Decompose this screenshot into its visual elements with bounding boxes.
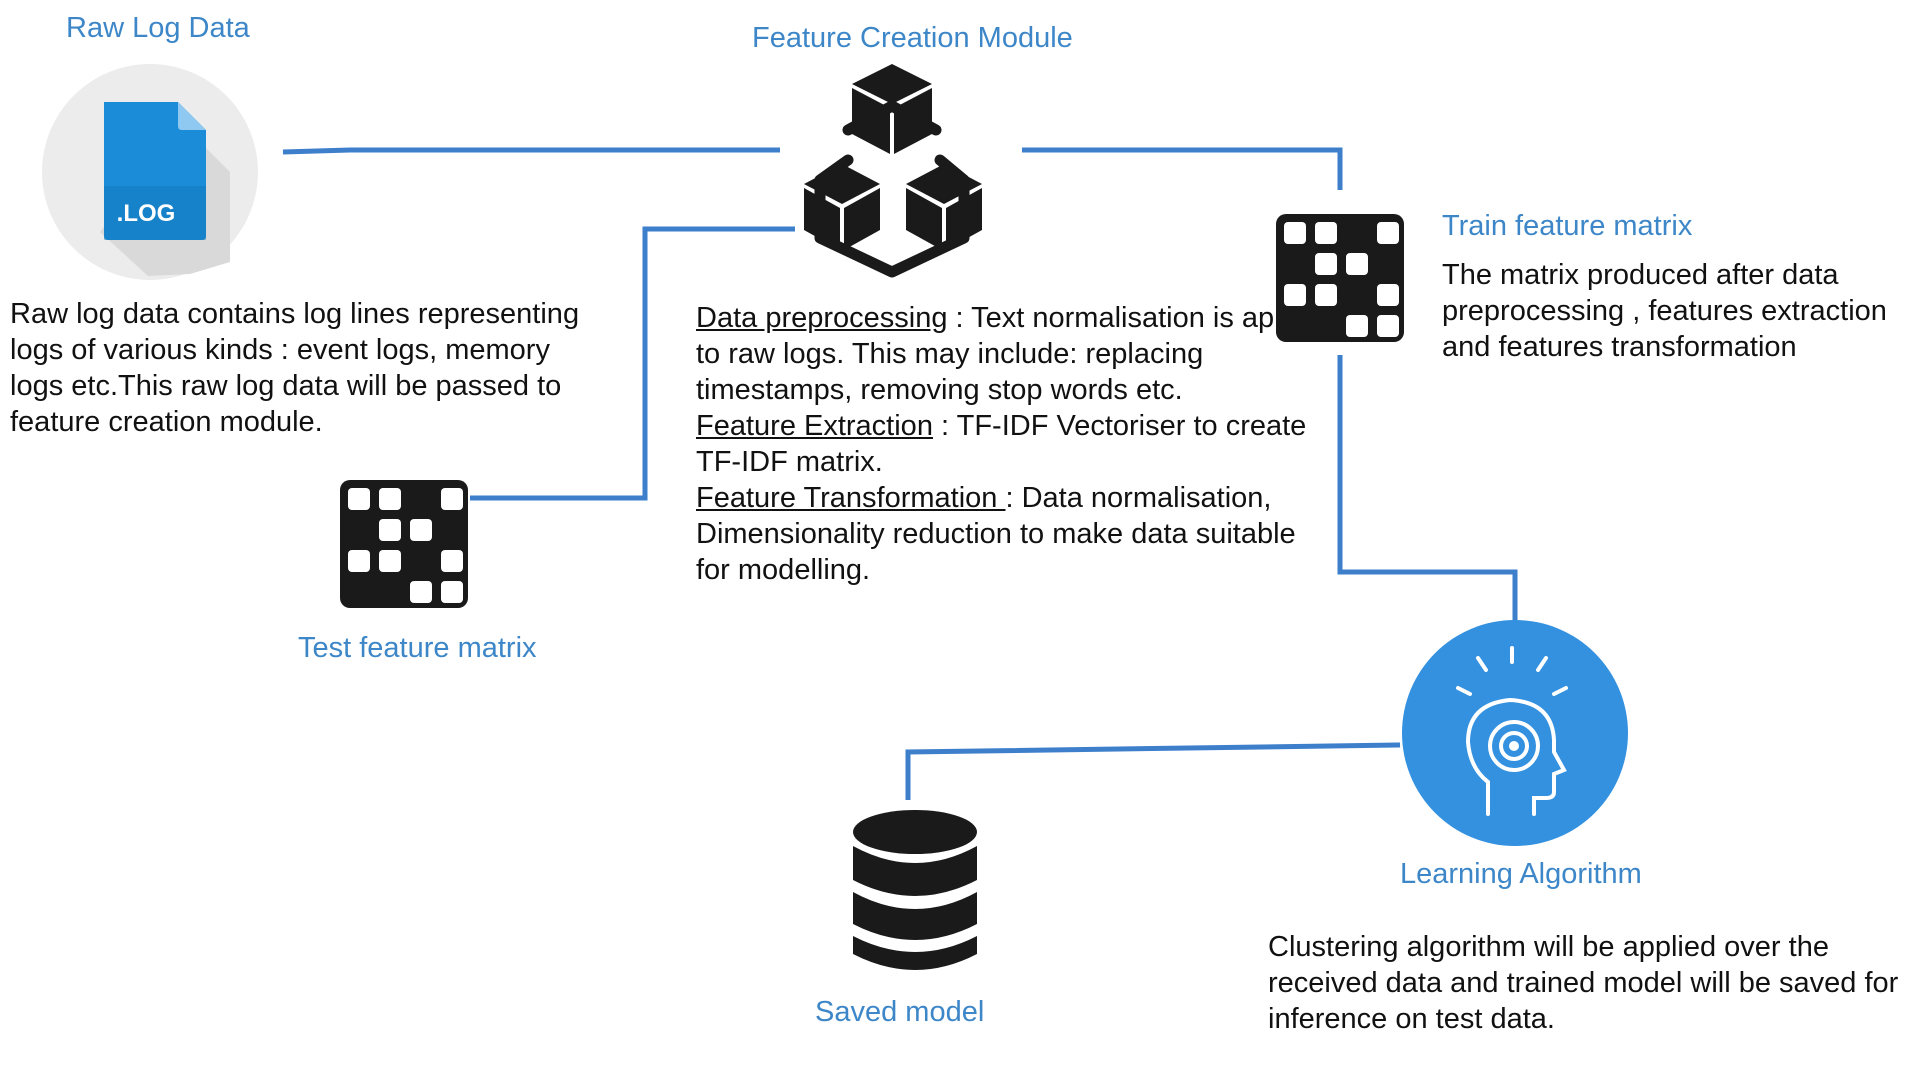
- network-cubes-icon: [804, 64, 982, 278]
- connector-train-to-algo: [1337, 355, 1518, 622]
- train-matrix-icon: [1276, 214, 1404, 342]
- matrix-cell: [348, 488, 370, 510]
- train-matrix-description: The matrix produced after data preproces…: [1442, 259, 1887, 363]
- step-sep: :: [947, 302, 972, 334]
- connector-rawlog-to-module: [282, 147, 780, 155]
- log-file-icon: .LOG: [42, 64, 258, 280]
- test-matrix-title: Test feature matrix: [298, 632, 537, 664]
- connector-module-to-test: [470, 226, 795, 501]
- matrix-background: [1276, 214, 1404, 342]
- step-text: Data normalisation, Dimensionality reduc…: [696, 482, 1296, 586]
- matrix-cell: [1284, 284, 1306, 306]
- raw-log-title: Raw Log Data: [66, 12, 250, 44]
- matrix-cell: [410, 519, 432, 541]
- learning-algorithm-description: Clustering algorithm will be applied ove…: [1268, 931, 1899, 1035]
- matrix-cell: [348, 550, 370, 572]
- test-matrix-icon: [340, 480, 468, 608]
- learning-algorithm-title: Learning Algorithm: [1400, 858, 1642, 890]
- connector-group: [282, 147, 1518, 800]
- matrix-cell: [1315, 284, 1337, 306]
- connector-algo-to-saved: [905, 742, 1401, 800]
- step-name: Feature Transformation: [696, 482, 1006, 514]
- matrix-cell: [379, 519, 401, 541]
- step-feature-extraction: Feature Extraction : TF-IDF Vectoriser t…: [696, 408, 1336, 480]
- matrix-cell: [441, 550, 463, 572]
- learning-algorithm-icon: [1402, 620, 1628, 846]
- matrix-cell: [1377, 222, 1399, 244]
- saved-model-title: Saved model: [815, 996, 985, 1028]
- matrix-cell: [1377, 315, 1399, 337]
- matrix-cell: [410, 581, 432, 603]
- database-icon: [853, 810, 977, 970]
- step-name: Data preprocessing: [696, 302, 948, 334]
- feature-module-title: Feature Creation Module: [752, 22, 1073, 54]
- raw-log-description: Raw log data contains log lines represen…: [10, 298, 580, 438]
- step-data-preprocessing: Data preprocessing : Text normalisation …: [696, 300, 1336, 408]
- step-sep: :: [932, 410, 957, 442]
- feature-module-steps: Data preprocessing : Text normalisation …: [696, 300, 1336, 588]
- matrix-cell: [1315, 253, 1337, 275]
- matrix-cell: [379, 550, 401, 572]
- matrix-cell: [1284, 222, 1306, 244]
- step-text: TF-IDF Vectoriser to create TF-IDF matri…: [696, 410, 1307, 478]
- matrix-cell: [1315, 222, 1337, 244]
- matrix-cell: [1346, 253, 1368, 275]
- matrix-cell: [1346, 315, 1368, 337]
- matrix-cell: [441, 581, 463, 603]
- step-name: Feature Extraction: [696, 410, 933, 442]
- matrix-cell: [1377, 284, 1399, 306]
- connector-module-to-train: [1022, 147, 1343, 190]
- matrix-cell: [441, 488, 463, 510]
- log-file-label: .LOG: [117, 200, 176, 227]
- train-matrix-title: Train feature matrix: [1442, 210, 1693, 242]
- step-feature-transformation: Feature Transformation : Data normalisat…: [696, 480, 1336, 588]
- matrix-background: [340, 480, 468, 608]
- step-text: Text normalisation is applied to raw log…: [696, 302, 1336, 406]
- matrix-cell: [379, 488, 401, 510]
- step-sep: :: [1005, 482, 1022, 514]
